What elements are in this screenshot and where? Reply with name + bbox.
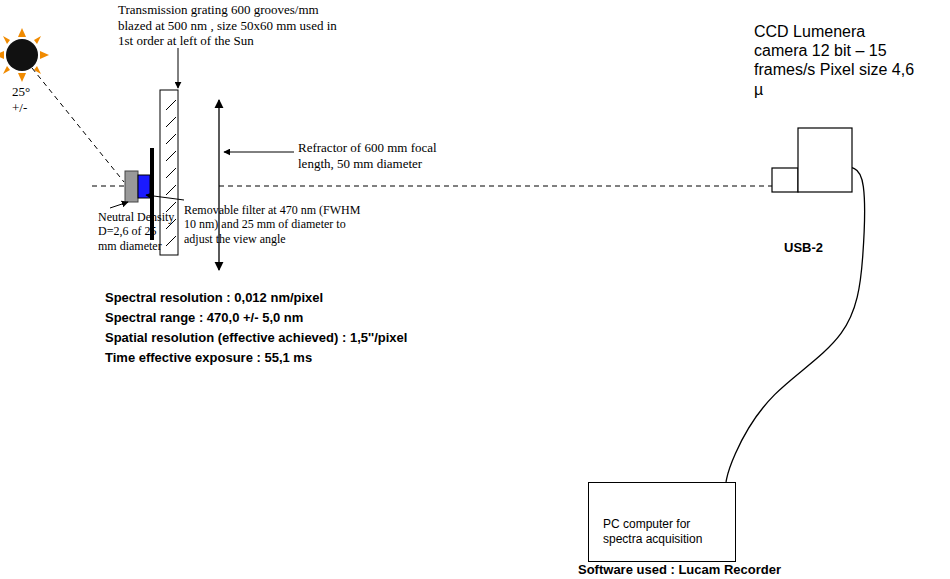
pointer-arrow	[224, 152, 294, 153]
grating-groove	[166, 151, 176, 161]
axis-dashed	[92, 186, 124, 187]
spec-line: Spectral resolution : 0,012 nm/pixel	[105, 290, 323, 305]
camera-label: CCD Lumenera camera 12 bit – 15 frames/s…	[750, 22, 922, 99]
grating-groove	[166, 185, 176, 195]
software-label: Software used : Lucam Recorder	[578, 562, 781, 577]
camera-node: CCD Lumenera camera 12 bit – 15 frames/s…	[750, 22, 947, 194]
filter-label: Neutral Density D=2,6 of 25 mm diameter	[98, 210, 178, 253]
pointer-arrow	[110, 202, 128, 208]
pointer-arrow	[178, 48, 179, 88]
angle-label: 25° +/-	[12, 84, 42, 115]
spec-line: Time effective exposure : 55,1 ms	[105, 350, 312, 365]
grating-groove	[166, 236, 176, 246]
filter-label: Removable filter at 470 nm (FWHM 10 nm) …	[184, 203, 364, 246]
spec-line: Spectral range : 470,0 +/- 5,0 nm	[105, 310, 303, 325]
camera-lens	[772, 168, 798, 192]
pointer-arrow	[146, 195, 184, 200]
sun-ray-dashed	[32, 68, 124, 182]
usb-cable	[726, 168, 865, 482]
computer-label: PC computer for spectra acquisition	[589, 483, 727, 547]
grating-label: Transmission grating 600 grooves/mm blaz…	[118, 2, 344, 49]
grating-groove	[166, 117, 176, 127]
camera-symbol	[768, 126, 858, 196]
spec-line: Spatial resolution (effective achieved) …	[105, 330, 407, 345]
neutral-density-filter	[125, 171, 138, 202]
grating-groove	[166, 100, 176, 110]
grating-groove	[166, 134, 176, 144]
optical-axis-dashed	[219, 186, 772, 187]
grating-groove	[166, 168, 176, 178]
computer-box: PC computer for spectra acquisition	[588, 482, 736, 562]
transmission-grating	[160, 90, 178, 255]
lens-label: Refractor of 600 mm focal length, 50 mm …	[298, 140, 453, 171]
cable-label: USB-2	[782, 240, 825, 255]
sun-symbol	[0, 28, 49, 82]
camera-body	[798, 128, 852, 192]
blue-filter	[138, 175, 150, 198]
